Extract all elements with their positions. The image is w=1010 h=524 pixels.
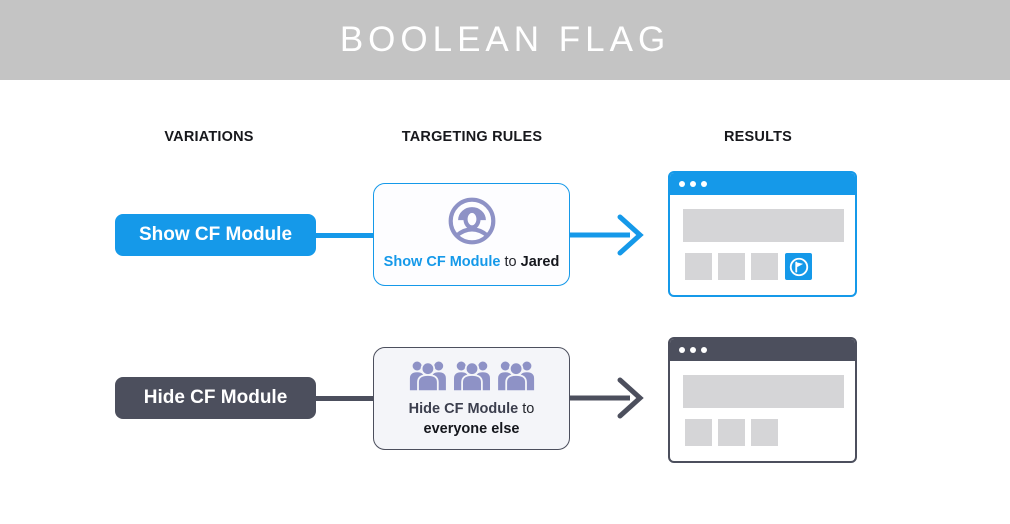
rule-flag-name: Show CF Module bbox=[383, 254, 501, 271]
window-dot-icon bbox=[701, 181, 707, 187]
rule-target-audience: everyone else bbox=[423, 421, 520, 437]
window-dot-icon bbox=[690, 347, 696, 353]
browser-titlebar bbox=[670, 339, 855, 361]
column-header-results: RESULTS bbox=[724, 129, 792, 145]
variation-pill-show-cf-module: Show CF Module bbox=[115, 214, 316, 256]
page-title: BOOLEAN FLAG bbox=[339, 20, 671, 59]
content-placeholder-tile bbox=[718, 253, 745, 280]
content-placeholder-tile bbox=[685, 419, 712, 446]
rule-connector-word: to bbox=[522, 401, 535, 418]
rule-target-audience: Jared bbox=[520, 254, 560, 271]
crowd-icon bbox=[407, 360, 536, 393]
arrow-right-icon bbox=[570, 214, 644, 256]
rule-connector-word: to bbox=[504, 254, 517, 271]
targeting-rule-card-hide: Hide CF Module to everyone else bbox=[373, 347, 570, 450]
connector-line-show bbox=[316, 233, 374, 238]
content-placeholder-tile bbox=[751, 419, 778, 446]
window-dot-icon bbox=[679, 181, 685, 187]
window-dot-icon bbox=[701, 347, 707, 353]
column-header-targeting-rules: TARGETING RULES bbox=[401, 129, 543, 145]
browser-titlebar bbox=[670, 173, 855, 195]
rule-flag-name: Hide CF Module bbox=[408, 401, 519, 418]
variation-pill-label: Show CF Module bbox=[138, 224, 293, 245]
content-placeholder-tile bbox=[685, 253, 712, 280]
targeting-rule-card-show: Show CF Module to Jared bbox=[373, 183, 570, 286]
variation-pill-hide-cf-module: Hide CF Module bbox=[115, 377, 316, 419]
content-placeholder-row bbox=[685, 419, 784, 446]
variation-pill-label: Hide CF Module bbox=[143, 387, 288, 408]
content-placeholder-banner bbox=[683, 375, 844, 408]
flag-circle-icon bbox=[789, 257, 808, 276]
targeting-rule-text: Show CF Module to Jared bbox=[384, 253, 560, 273]
single-user-icon bbox=[448, 197, 495, 245]
content-placeholder-tile bbox=[751, 253, 778, 280]
result-browser-hide bbox=[668, 337, 857, 463]
result-browser-show bbox=[668, 171, 857, 297]
content-placeholder-tile bbox=[718, 419, 745, 446]
content-placeholder-row bbox=[685, 253, 812, 280]
connector-line-hide bbox=[316, 396, 374, 401]
content-placeholder-banner bbox=[683, 209, 844, 242]
window-dot-icon bbox=[679, 347, 685, 353]
header-banner: BOOLEAN FLAG bbox=[0, 0, 1010, 80]
cf-module-tile bbox=[785, 253, 812, 280]
targeting-rule-text: Hide CF Module to everyone else bbox=[409, 400, 535, 439]
arrow-right-icon bbox=[570, 377, 644, 419]
window-dot-icon bbox=[690, 181, 696, 187]
column-header-variations: VARIATIONS bbox=[164, 129, 254, 145]
